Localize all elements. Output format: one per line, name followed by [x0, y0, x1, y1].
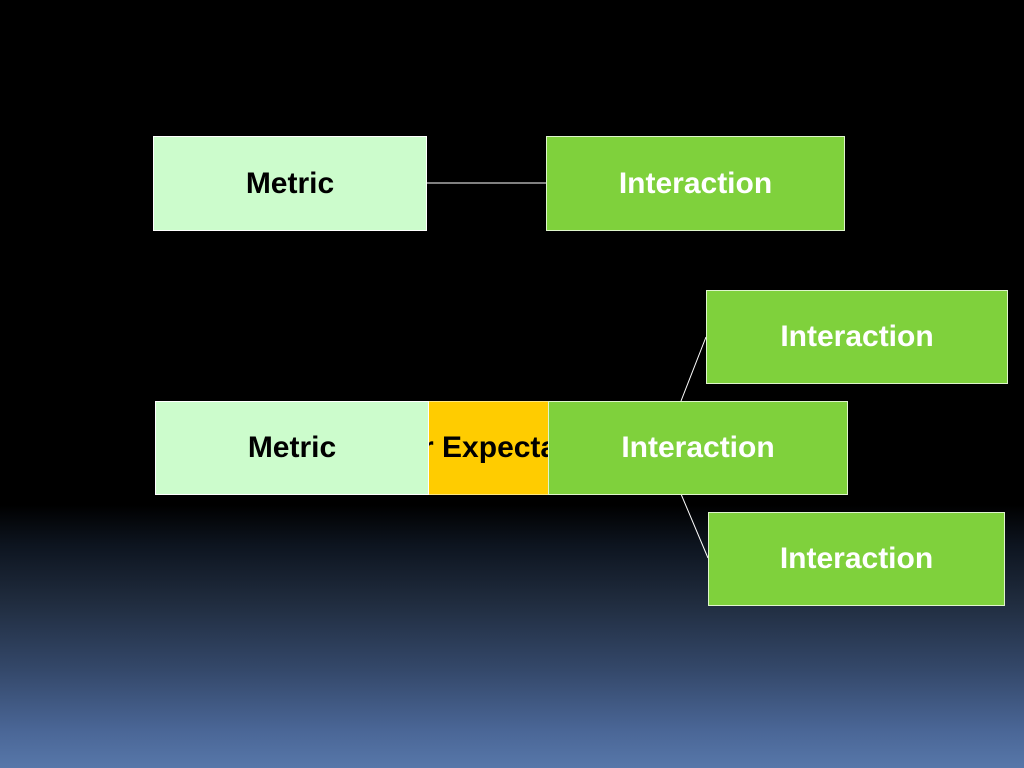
- metric-label-bottom: Metric: [247, 431, 337, 464]
- interaction-label-upper: Interaction: [780, 320, 934, 353]
- interaction-label-top: Interaction: [618, 166, 773, 200]
- metric-box-bottom: Metric: [155, 401, 429, 495]
- connector-to-lower-interaction: [680, 493, 709, 559]
- metric-label-top: Metric: [245, 166, 335, 200]
- interaction-label-middle: Interaction: [621, 431, 775, 464]
- interaction-label-lower: Interaction: [779, 542, 934, 575]
- interaction-box-upper: Interaction: [706, 290, 1008, 384]
- interaction-box-middle: Interaction: [548, 401, 848, 495]
- connector-to-upper-interaction: [680, 336, 707, 402]
- interaction-box-top: Interaction: [546, 136, 845, 231]
- metric-box-top: Metric: [153, 136, 427, 231]
- interaction-box-lower: Interaction: [708, 512, 1005, 606]
